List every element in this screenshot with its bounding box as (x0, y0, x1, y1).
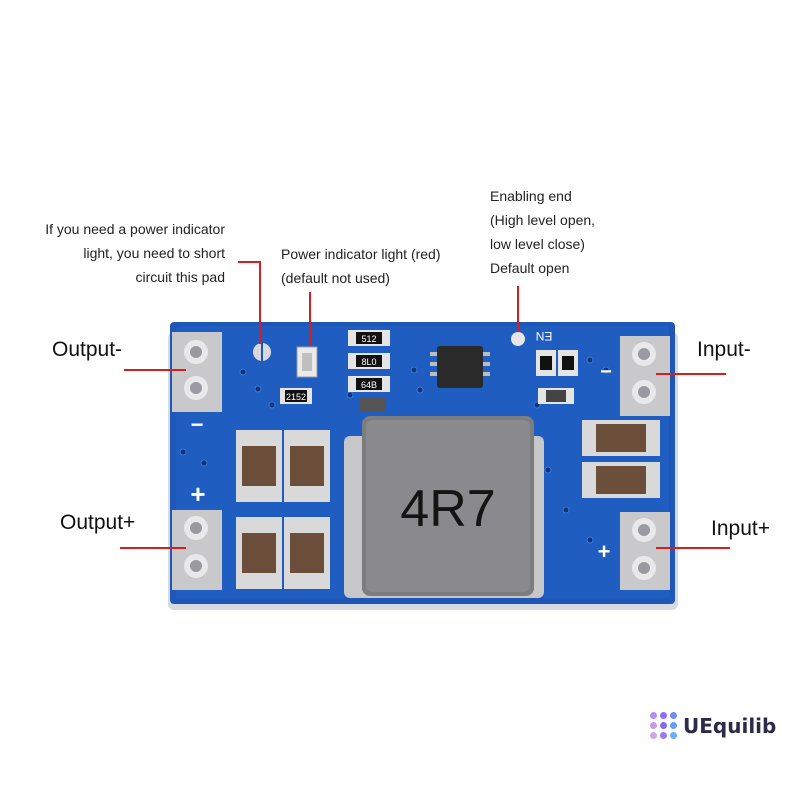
input-capacitors (582, 420, 660, 498)
enable-pad (511, 332, 525, 346)
enable-end-callout: Enabling end (High level open, low level… (490, 184, 595, 280)
output-minus-label: Output- (52, 338, 123, 361)
output-plus-pads (172, 510, 222, 590)
indicator-pad-line-1: If you need a power indicator (45, 221, 225, 237)
plus-marking-left: + (190, 479, 205, 509)
dot-grid-logo-icon (650, 712, 677, 739)
en-marking: EN (536, 329, 553, 343)
output-minus-pads (172, 332, 222, 412)
enable-end-line-3: low level close) (490, 236, 585, 252)
indicator-light-line-1: Power indicator light (red) (281, 246, 441, 262)
plus-marking-right: + (598, 539, 611, 564)
enable-end-line-4: Default open (490, 260, 570, 276)
enable-end-line-2: (High level open, (490, 212, 596, 228)
output-capacitors (236, 430, 330, 589)
indicator-pad-callout: If you need a power indicator light, you… (45, 217, 225, 289)
minus-marking-right: − (600, 361, 612, 383)
regulator-ic (437, 346, 483, 388)
brand-watermark: UEquilib (650, 712, 776, 739)
resistor-marking-2: 8L0 (361, 357, 376, 367)
resistor-marking-1: 512 (361, 334, 376, 344)
input-minus-label: Input- (697, 338, 751, 361)
callout-lines (120, 261, 730, 549)
minus-marking-left: − (191, 412, 204, 437)
input-plus-label: Input+ (711, 517, 770, 540)
brand-name: UEquilib (683, 713, 777, 738)
resistor-marking-4: 2152 (286, 392, 306, 402)
indicator-pad-line-2: light, you need to short (83, 245, 225, 261)
output-plus-label: Output+ (60, 511, 136, 534)
indicator-light-callout: Power indicator light (red) (default not… (281, 242, 441, 290)
resistor-group-left (280, 330, 390, 411)
input-minus-pads (620, 336, 670, 416)
enable-end-line-1: Enabling end (490, 188, 572, 204)
indicator-pad-line-3: circuit this pad (135, 269, 225, 285)
resistor-marking-3: 64B (361, 380, 377, 390)
input-plus-pads (620, 512, 670, 590)
inductor-marking: 4R7 (400, 480, 495, 538)
indicator-light-line-2: (default not used) (281, 270, 390, 286)
